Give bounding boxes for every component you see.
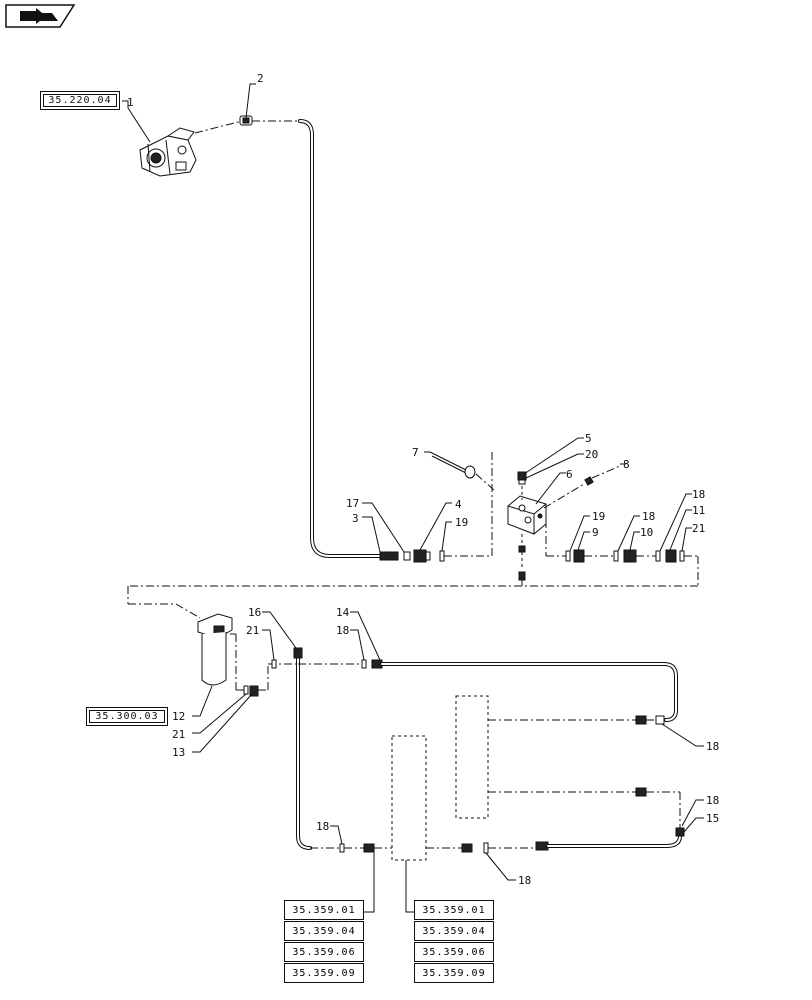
fitting-8[interactable] bbox=[584, 476, 594, 486]
ref-right-3-label: 35.359.09 bbox=[422, 967, 486, 979]
valve-block-6[interactable] bbox=[507, 495, 547, 535]
ref-right-2-label: 35.359.06 bbox=[422, 946, 486, 958]
fitting-17[interactable] bbox=[403, 551, 411, 561]
ref-link-filter[interactable]: 35.300.03 bbox=[86, 707, 168, 726]
ref-group-left: 35.359.01 35.359.04 35.359.06 35.359.09 bbox=[284, 900, 364, 983]
callout-18-a: 18 bbox=[336, 624, 349, 637]
pump-assembly[interactable] bbox=[139, 127, 197, 177]
ref-left-2-label: 35.359.06 bbox=[292, 946, 356, 958]
callout-8: 8 bbox=[623, 458, 630, 471]
callout-18-d: 18 bbox=[706, 740, 719, 753]
callout-9: 9 bbox=[592, 526, 599, 539]
fitting-18-lower-left[interactable] bbox=[339, 843, 345, 853]
ref-link-pump[interactable]: 35.220.04 bbox=[40, 91, 120, 110]
ref-left-3-label: 35.359.09 bbox=[292, 967, 356, 979]
callout-14: 14 bbox=[336, 606, 350, 619]
fitting-bank-upper[interactable] bbox=[635, 715, 647, 725]
fitting-11[interactable] bbox=[665, 549, 677, 563]
callout-17: 17 bbox=[346, 497, 359, 510]
callout-18-c: 18 bbox=[692, 488, 705, 501]
callout-2: 2 bbox=[257, 72, 264, 85]
valve-bank-upper[interactable] bbox=[455, 695, 489, 819]
callout-7: 7 bbox=[412, 446, 419, 459]
ref-link-left-3[interactable]: 35.359.09 bbox=[284, 963, 364, 983]
plug-5[interactable] bbox=[517, 471, 527, 485]
callout-18-g: 18 bbox=[316, 820, 329, 833]
callout-6: 6 bbox=[566, 468, 573, 481]
ref-link-right-1[interactable]: 35.359.04 bbox=[414, 921, 494, 941]
fitting-10[interactable] bbox=[623, 549, 637, 563]
callout-18-f: 18 bbox=[518, 874, 531, 887]
callout-15: 15 bbox=[706, 812, 719, 825]
hose-14[interactable] bbox=[371, 659, 678, 722]
ref-link-right-2[interactable]: 35.359.06 bbox=[414, 942, 494, 962]
fitting-18-h14[interactable] bbox=[361, 659, 367, 669]
callout-19-b: 19 bbox=[592, 510, 605, 523]
fitting-4[interactable] bbox=[413, 549, 431, 563]
plug-bottom[interactable] bbox=[518, 545, 526, 581]
callout-3: 3 bbox=[352, 512, 359, 525]
callout-21-b: 21 bbox=[172, 728, 185, 741]
fitting-21-top[interactable] bbox=[271, 659, 277, 669]
fitting-21-right[interactable] bbox=[679, 550, 685, 562]
ref-group-right: 35.359.01 35.359.04 35.359.06 35.359.09 bbox=[414, 900, 494, 983]
hose-16[interactable] bbox=[293, 647, 312, 850]
fitting-bank-lower-right[interactable] bbox=[461, 842, 489, 854]
callout-11: 11 bbox=[692, 504, 705, 517]
callout-13: 13 bbox=[172, 746, 185, 759]
ref-left-1-label: 35.359.04 bbox=[292, 925, 356, 937]
fitting-19-right[interactable] bbox=[565, 550, 571, 562]
callout-5: 5 bbox=[585, 432, 592, 445]
callout-4: 4 bbox=[455, 498, 462, 511]
callout-18-e: 18 bbox=[706, 794, 719, 807]
callout-21-a: 21 bbox=[246, 624, 259, 637]
ref-link-left-0[interactable]: 35.359.01 bbox=[284, 900, 364, 920]
callout-1: 1 bbox=[127, 96, 134, 109]
fitting-18-mid[interactable] bbox=[613, 550, 619, 562]
bolt-7[interactable] bbox=[429, 451, 476, 479]
ref-pump-label: 35.220.04 bbox=[48, 95, 112, 106]
fitting-bank-lower-left[interactable] bbox=[363, 843, 375, 853]
ref-filter-label: 35.300.03 bbox=[95, 711, 159, 722]
leader-lines bbox=[122, 83, 704, 913]
ref-left-0-label: 35.359.01 bbox=[292, 904, 356, 916]
hose-3[interactable] bbox=[298, 119, 399, 561]
callout-12: 12 bbox=[172, 710, 185, 723]
fitting-9[interactable] bbox=[573, 549, 585, 563]
callout-19-a: 19 bbox=[455, 516, 468, 529]
fitting-19-left[interactable] bbox=[439, 550, 445, 562]
ref-link-left-2[interactable]: 35.359.06 bbox=[284, 942, 364, 962]
hose-15[interactable] bbox=[535, 827, 685, 851]
ref-link-right-3[interactable]: 35.359.09 bbox=[414, 963, 494, 983]
ref-right-0-label: 35.359.01 bbox=[422, 904, 486, 916]
callout-numbers: 1 2 3 4 5 6 7 8 9 10 11 12 13 14 15 16 1… bbox=[127, 72, 719, 887]
back-button[interactable] bbox=[4, 3, 76, 29]
fitting-18-right[interactable] bbox=[655, 550, 661, 562]
fitting-18-h14-end[interactable] bbox=[655, 715, 665, 725]
ref-link-left-1[interactable]: 35.359.04 bbox=[284, 921, 364, 941]
back-arrow-icon bbox=[5, 4, 76, 28]
callout-18-b: 18 bbox=[642, 510, 655, 523]
callout-20: 20 bbox=[585, 448, 598, 461]
ref-right-1-label: 35.359.04 bbox=[422, 925, 486, 937]
callout-16: 16 bbox=[248, 606, 261, 619]
callout-10: 10 bbox=[640, 526, 653, 539]
callout-21-c: 21 bbox=[692, 522, 705, 535]
fitting-bank-mid[interactable] bbox=[635, 787, 647, 797]
filter-12[interactable] bbox=[197, 613, 233, 686]
valve-bank-lower[interactable] bbox=[391, 735, 427, 861]
ref-link-right-0[interactable]: 35.359.01 bbox=[414, 900, 494, 920]
